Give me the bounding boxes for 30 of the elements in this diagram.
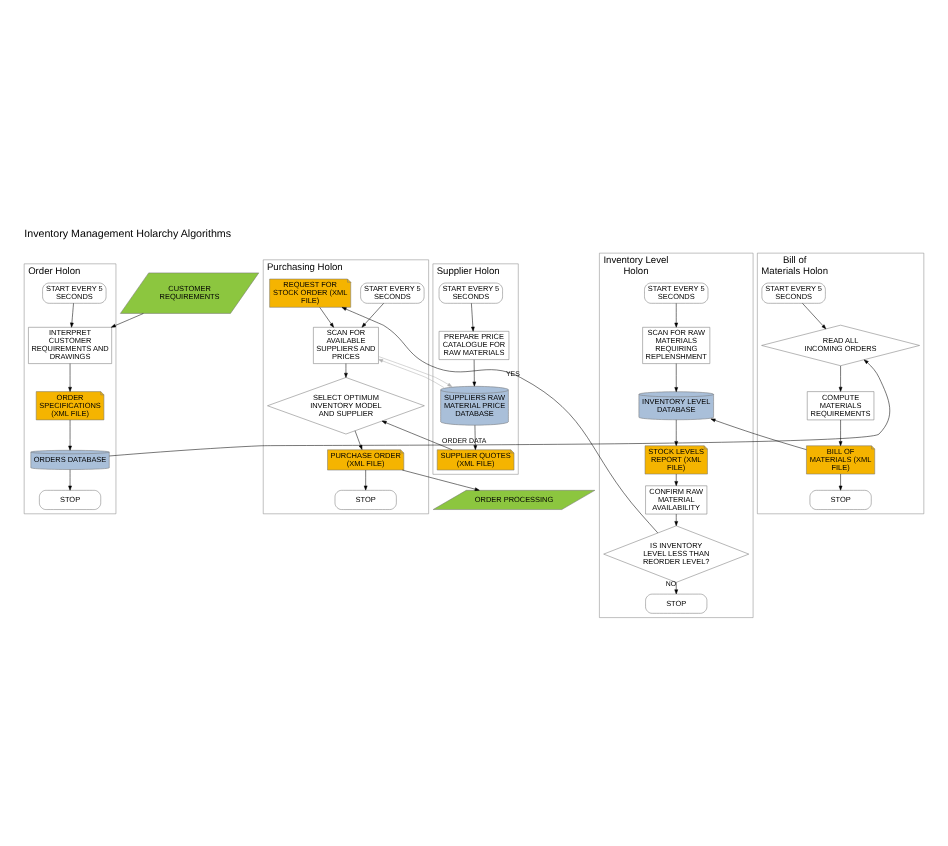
arrow [354,429,363,449]
arrow [378,358,445,387]
arrow [838,418,843,445]
arrow [674,418,678,445]
arrow [674,362,678,391]
arrow [402,468,480,490]
arrow [378,355,453,386]
arrow [111,312,144,327]
arrow [674,302,678,327]
arrow [361,302,384,327]
arrow [68,468,72,490]
arrow [68,362,72,391]
arrow [70,302,74,327]
arrow [674,581,678,594]
arrow [319,306,334,327]
arrow [674,472,678,485]
arrow [473,424,478,449]
arrow [363,468,368,490]
arrow [344,362,348,377]
arrow [674,512,678,525]
arrow [341,306,659,533]
arrow [802,302,827,329]
arrow [838,364,843,391]
arrow [109,358,891,456]
arrow [381,419,453,450]
arrow [68,418,72,450]
arrow [838,472,843,490]
arrow [471,302,475,331]
arrow [710,417,807,449]
arrow [472,358,477,386]
